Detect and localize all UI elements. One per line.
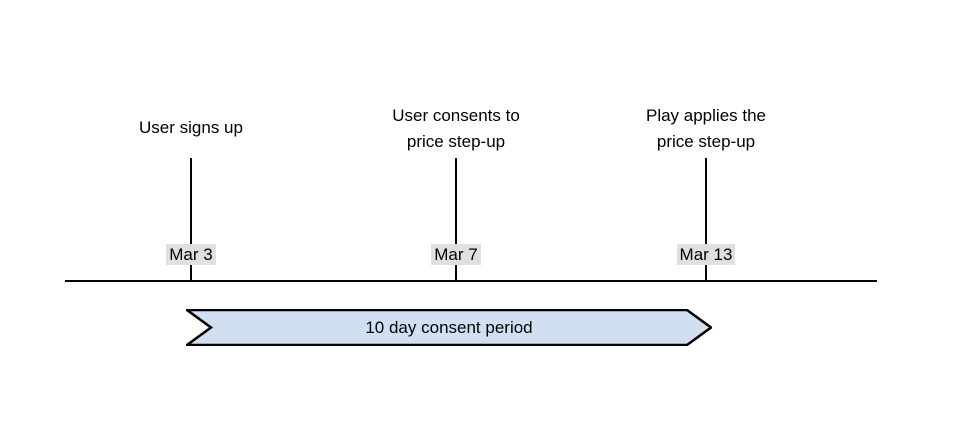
event-date-label: Mar 13 (616, 243, 796, 266)
event-title: User signs up (139, 118, 243, 137)
event-date-text: Mar 3 (166, 244, 216, 265)
consent-period-arrow-shape (186, 309, 712, 346)
event-date-text: Mar 7 (431, 244, 481, 265)
event-date-text: Mar 13 (676, 244, 736, 265)
event-date-label: Mar 3 (101, 243, 281, 266)
event-date-label: Mar 7 (366, 243, 546, 266)
consent-period-banner: 10 day consent period (186, 309, 712, 346)
event-title: Play applies the price step-up (645, 106, 767, 151)
event-title: User consents to price step-up (392, 106, 520, 151)
event-tick-line (190, 158, 192, 281)
timeline-axis (65, 280, 877, 282)
event-tick-line (455, 158, 457, 281)
event-tick-line (705, 158, 707, 281)
